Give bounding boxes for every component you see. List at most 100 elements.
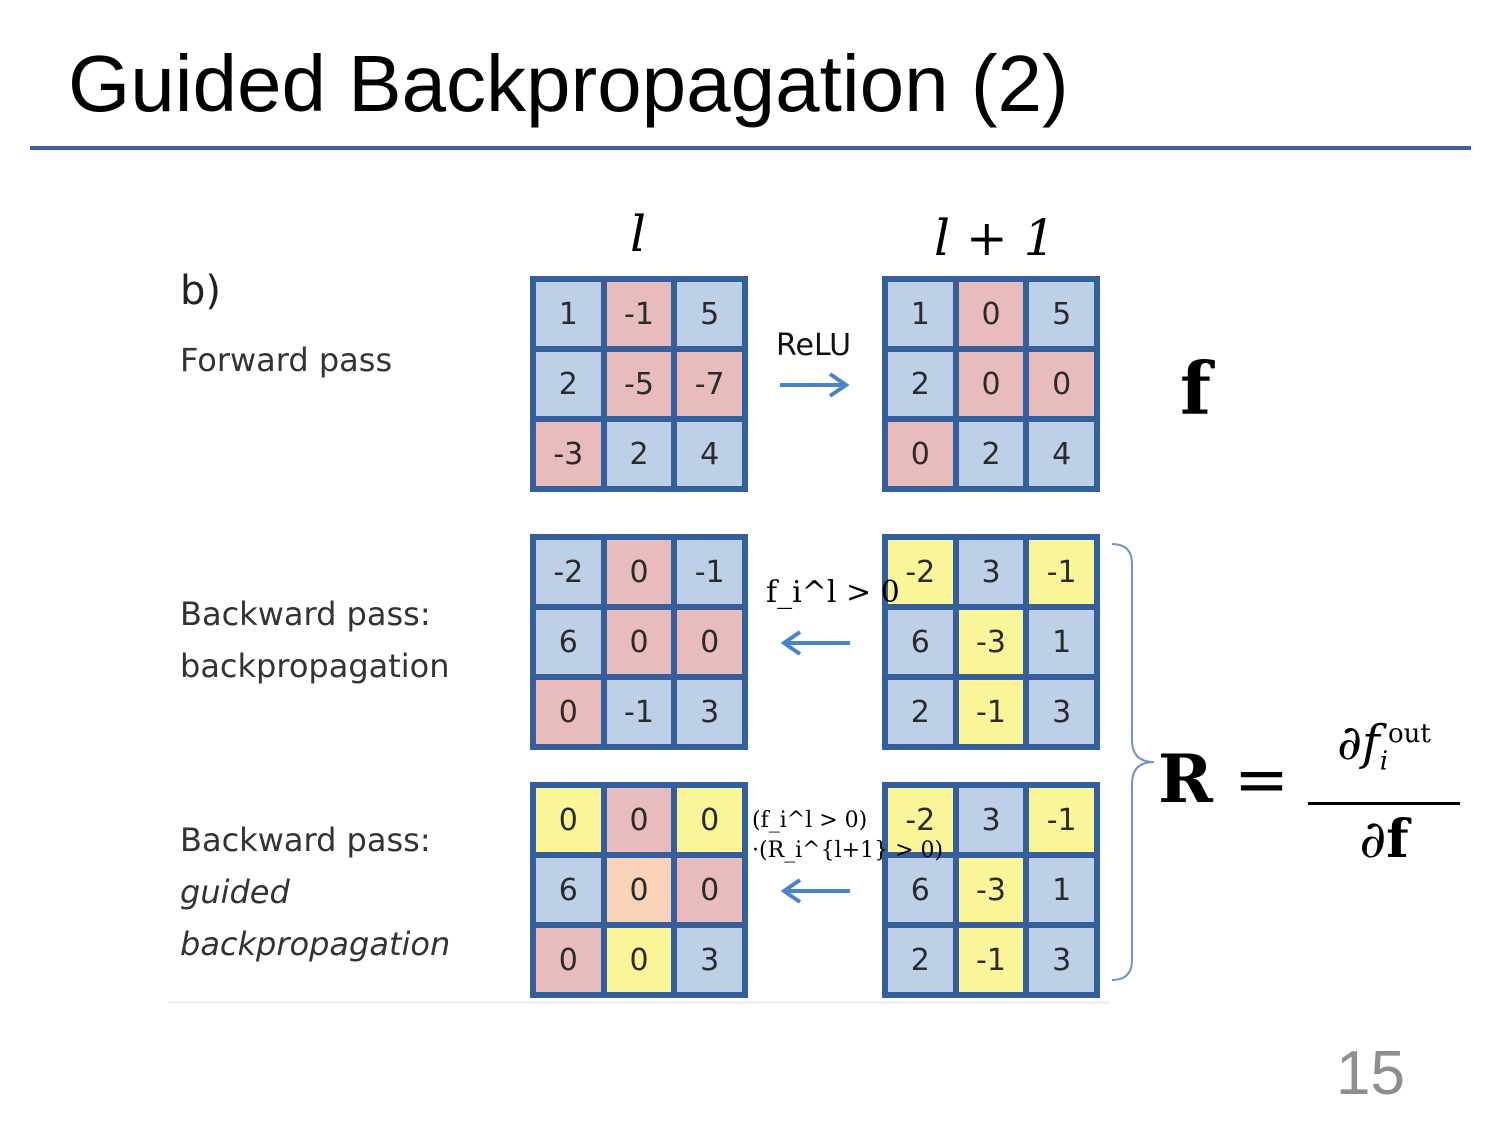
- grid-cell: 2: [606, 422, 672, 486]
- denominator-partial: ∂: [1359, 809, 1387, 870]
- grid-cell: -5: [606, 352, 672, 416]
- grid-cell: 0: [888, 422, 953, 486]
- grid-cell: 0: [677, 858, 742, 922]
- row-label-guided: Backward pass: guided backpropagation: [180, 814, 450, 970]
- grid-cell: 6: [536, 610, 601, 674]
- grid-cell: -1: [1029, 540, 1094, 604]
- grid-cell: 2: [536, 352, 601, 416]
- guided-op-line2: ·(R_i^{l+1} > 0): [752, 838, 944, 863]
- grid-cell: -3: [958, 858, 1024, 922]
- layer-l-plus-1-label: l + 1: [934, 210, 1055, 266]
- row-label-backprop: Backward pass: backpropagation: [180, 588, 450, 692]
- relevance-symbol: R: [1158, 740, 1213, 818]
- guided-op-label: (f_i^l > 0) ·(R_i^{l+1} > 0): [752, 806, 943, 866]
- grid-cell: 0: [606, 858, 672, 922]
- title-underline: [30, 146, 1471, 150]
- fraction-numerator: ∂fiout: [1308, 694, 1460, 802]
- relu-label: ReLU: [776, 328, 852, 363]
- grid-cell: 3: [677, 928, 742, 992]
- grid-cell: 0: [958, 352, 1024, 416]
- grid-cell: -2: [888, 540, 953, 604]
- grid-cell: 0: [958, 282, 1024, 346]
- backprop-op-text: f_i^l > 0: [766, 575, 900, 610]
- grid-cell: 3: [677, 680, 742, 744]
- grid-cell: 0: [536, 680, 601, 744]
- layer-l-plus-1-text: l + 1: [934, 209, 1056, 267]
- guided-arrow-icon: [780, 878, 850, 904]
- grid-cell: -3: [958, 610, 1024, 674]
- equals-sign: =: [1233, 741, 1290, 818]
- grid-cell: -1: [1029, 788, 1094, 852]
- grid-cell: -2: [536, 540, 601, 604]
- grid-cell: 3: [958, 540, 1024, 604]
- row-label-backprop-line1: Backward pass:: [180, 595, 431, 633]
- relevance-fraction: ∂fiout ∂f: [1308, 694, 1460, 875]
- grid-cell: -1: [606, 282, 672, 346]
- grid-cell: 2: [888, 352, 953, 416]
- figure-bottom-edge: [168, 1001, 1110, 1004]
- grid-cell: 0: [1029, 352, 1094, 416]
- grid-cell: 0: [677, 788, 742, 852]
- grid-cell: 3: [958, 788, 1024, 852]
- slide-title: Guided Backpropagation (2): [68, 39, 1069, 128]
- grid-cell: 3: [1029, 928, 1094, 992]
- grid-cell: 5: [677, 282, 742, 346]
- page-number: 15: [1336, 1039, 1405, 1108]
- feature-symbol: f: [1180, 346, 1211, 431]
- grid-cell: 0: [677, 610, 742, 674]
- grid-cell: 0: [606, 928, 672, 992]
- grid-cell: -1: [958, 680, 1024, 744]
- fraction-denominator: ∂f: [1308, 805, 1460, 875]
- grid-cell: 2: [958, 422, 1024, 486]
- grid-cell: 6: [888, 610, 953, 674]
- grid-cell: -3: [536, 422, 601, 486]
- grid-cell: 2: [888, 928, 953, 992]
- grid-cell: 0: [606, 610, 672, 674]
- grid-cell: 1: [536, 282, 601, 346]
- grid-cell: 6: [536, 858, 601, 922]
- numerator-f: f: [1361, 715, 1380, 771]
- fraction-bar: [1308, 801, 1460, 805]
- grid-cell: -2: [888, 788, 953, 852]
- denominator-f: f: [1386, 808, 1409, 870]
- relevance-equation-lhs: R =: [1158, 740, 1289, 818]
- forward-arrow-icon: [780, 372, 850, 398]
- grid-cell: 3: [1029, 680, 1094, 744]
- grid-cell: 2: [888, 680, 953, 744]
- grid-cell: -1: [606, 680, 672, 744]
- row-label-guided-line2: guided: [180, 873, 290, 911]
- layer-l-label: l: [630, 205, 646, 263]
- row-label-forward: Forward pass: [180, 334, 392, 386]
- grid-cell: 0: [606, 540, 672, 604]
- grid-cell: -1: [677, 540, 742, 604]
- grid-cell: 1: [888, 282, 953, 346]
- grid-cell: 0: [606, 788, 672, 852]
- numerator-subscript: i: [1379, 746, 1389, 777]
- grid-cell: 1: [1029, 610, 1094, 674]
- grid-cell: 1: [1029, 858, 1094, 922]
- right-brace-icon: [1111, 543, 1155, 981]
- backprop-op-label: f_i^l > 0: [766, 576, 900, 610]
- row-label-guided-line1: Backward pass:: [180, 821, 431, 859]
- numerator-superscript: out: [1388, 719, 1431, 749]
- row-label-forward-text: Forward pass: [180, 341, 393, 379]
- guided-op-line1: (f_i^l > 0): [752, 808, 868, 833]
- grid-cell: 5: [1029, 282, 1094, 346]
- backprop-arrow-icon: [780, 630, 850, 656]
- grid-cell: 4: [677, 422, 742, 486]
- numerator-partial: ∂: [1337, 715, 1362, 771]
- grid-cell: 0: [536, 928, 601, 992]
- grid-cell: -1: [958, 928, 1024, 992]
- figure-part-label: b): [180, 268, 221, 314]
- row-label-guided-line3: backpropagation: [180, 925, 451, 963]
- grid-cell: 4: [1029, 422, 1094, 486]
- row-label-backprop-line2: backpropagation: [180, 647, 450, 685]
- grid-cell: 0: [536, 788, 601, 852]
- grid-cell: -7: [677, 352, 742, 416]
